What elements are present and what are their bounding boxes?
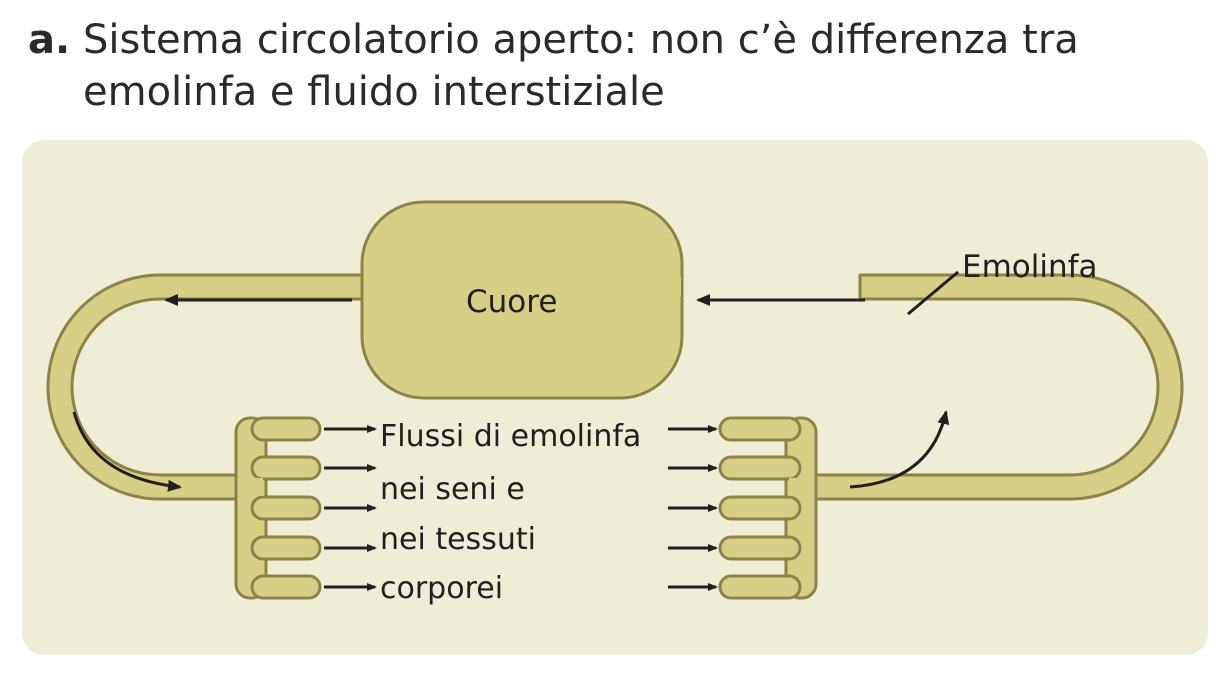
flow-arrow-right-curve — [849, 410, 950, 489]
caption-line-1: a. Sistema circolatorio aperto: non c’è d… — [28, 14, 1208, 66]
figure-caption: a. Sistema circolatorio aperto: non c’è d… — [28, 14, 1208, 118]
left-branch-finger-4 — [250, 535, 322, 561]
right-branch-finger-1 — [718, 416, 802, 442]
left-branch-finger-5 — [250, 574, 322, 600]
heart-label: Cuore — [466, 284, 558, 320]
hemolymph-label: Emolinfa — [962, 249, 1098, 285]
flow-label-line-4: corporei — [380, 571, 504, 606]
caption-text-1: Sistema circolatorio aperto: non c’è dif… — [83, 17, 1079, 63]
heart-chamber — [360, 200, 684, 400]
right-branch-finger-5 — [718, 574, 802, 600]
left-branch-finger-2 — [250, 455, 322, 481]
flow-label-line-1: Flussi di emolinfa — [380, 419, 642, 454]
left-branch-finger-3 — [250, 495, 322, 521]
panel-letter: a. — [28, 17, 71, 63]
left-branch-finger-1 — [250, 416, 322, 442]
flow-arrow-left-curve — [72, 411, 182, 492]
hemolymph-leader-line — [907, 270, 959, 316]
right-branch-finger-2 — [718, 455, 802, 481]
right-inflow-arrows — [668, 425, 718, 591]
flow-label-line-2: nei seni e — [380, 472, 525, 507]
vessel-network — [46, 200, 1184, 600]
left-outflow-arrows — [324, 425, 377, 591]
flow-label-line-3: nei tessuti — [380, 522, 536, 557]
right-branch-finger-3 — [718, 495, 802, 521]
caption-text-2: emolinfa e fluido interstiziale — [83, 69, 665, 115]
right-branch-finger-4 — [718, 535, 802, 561]
main-vessel-loop — [46, 273, 1184, 501]
